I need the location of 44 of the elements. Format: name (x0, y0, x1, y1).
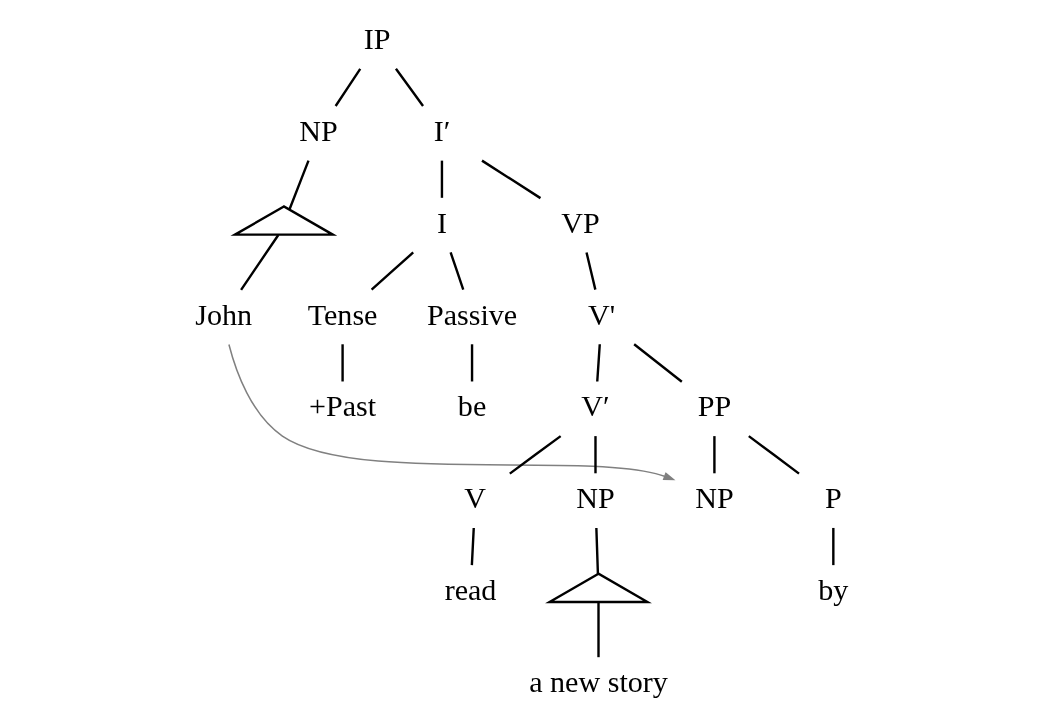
connector (240, 234, 280, 291)
connector (595, 527, 600, 574)
connector (341, 344, 344, 382)
connector (509, 435, 562, 475)
connector (481, 159, 542, 200)
connector (370, 251, 414, 291)
node-text: I (436, 205, 447, 240)
node-text: VP (561, 205, 600, 240)
node-text: read (444, 573, 497, 608)
connector (713, 436, 716, 474)
node-text: NP (299, 113, 338, 148)
connector (449, 252, 465, 291)
node-text: +Past (309, 389, 377, 424)
connector (596, 344, 601, 382)
connector (597, 602, 600, 658)
connector (748, 435, 800, 475)
connector (394, 68, 424, 107)
connector (832, 527, 835, 566)
node-text: V (464, 481, 486, 516)
node-text: NP (695, 481, 734, 516)
connector (585, 252, 597, 290)
connector (440, 160, 444, 198)
node-triangle (230, 205, 338, 236)
connector (334, 68, 362, 107)
connector (470, 344, 474, 382)
node-text: IP (363, 22, 391, 57)
connector (594, 436, 597, 474)
node-text: V' (587, 297, 616, 332)
node-text: John (195, 297, 253, 332)
node-text: be (457, 389, 487, 424)
node-text: by (818, 573, 849, 608)
node-text: V′ (581, 389, 610, 424)
node-text: a new story (529, 664, 668, 699)
connector (470, 527, 475, 566)
node-text: I′ (433, 113, 451, 148)
node-text: NP (576, 481, 615, 516)
node-triangle (545, 572, 652, 604)
node-text: Passive (426, 297, 518, 332)
connector (633, 343, 683, 383)
node-text: P (824, 481, 842, 516)
connector (288, 160, 310, 210)
node-text: PP (697, 389, 732, 424)
arrow (228, 343, 676, 481)
node-text: Tense (307, 297, 378, 332)
